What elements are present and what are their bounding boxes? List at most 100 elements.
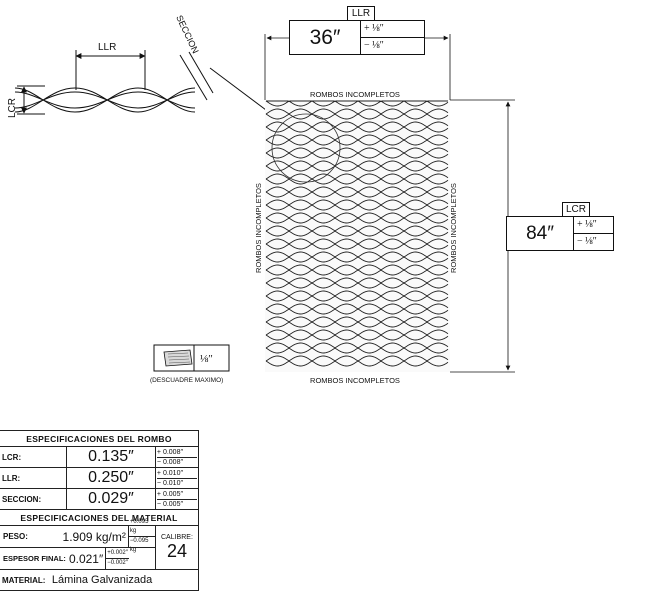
width-plus-tolerance: + ⅛″ [361, 21, 424, 38]
table-row: MATERIAL: Lámina Galvanizada [0, 569, 199, 591]
mesh-strand [266, 100, 449, 107]
mesh-strand [265, 342, 449, 354]
mesh-strand [265, 186, 449, 198]
calibre-cell: CALIBRE: 24 [154, 525, 200, 570]
mesh-strand [265, 212, 449, 224]
width-value: 36″ [290, 21, 361, 54]
mesh-strand [265, 225, 449, 237]
tolerance-plus: + 0.008″ [156, 448, 183, 456]
peso-minus: −0.095 kg [129, 538, 149, 553]
spec-tolerance-lcr: + 0.008″ − 0.008″ [154, 446, 200, 468]
spec-value-seccion: 0.029″ [66, 488, 156, 510]
peso-cell: PESO: 1.909 kg/m² +0.095 kg −0.095 kg [0, 519, 156, 553]
squareness-icon [153, 344, 230, 372]
mesh-strand [265, 251, 449, 263]
mesh-strand [265, 147, 449, 159]
material-spec-title: ESPECIFICACIONES DEL MATERIAL [0, 509, 199, 526]
spec-table: ESPECIFICACIONES DEL ROMBO LCR: 0.135″ +… [0, 430, 200, 591]
mesh-label-bottom: ROMBOS INCOMPLETOS [310, 376, 400, 385]
mesh-panel [265, 100, 450, 372]
mesh-strand [265, 199, 449, 211]
mesh-strand [265, 303, 449, 315]
calibre-value: 24 [166, 540, 187, 561]
tolerance-plus: + 0.010″ [156, 469, 183, 477]
peso-value: 1.909 kg/m² [62, 529, 126, 544]
espesor-minus: −0.002″ [107, 560, 128, 566]
tolerance-minus: − 0.005″ [156, 498, 197, 509]
mesh-strand [265, 108, 449, 120]
material-cell: MATERIAL: Lámina Galvanizada [0, 569, 199, 591]
diamond-spec-title: ESPECIFICACIONES DEL ROMBO [0, 430, 199, 447]
mesh-strand [265, 160, 449, 172]
mesh-strand [265, 225, 449, 237]
mesh-strand [265, 199, 449, 211]
diamond-detail [14, 50, 214, 115]
table-row: LCR: 0.135″ + 0.008″ − 0.008″ [0, 446, 200, 468]
mesh-strand [265, 290, 449, 302]
squareness-caption: (DESCUADRE MAXIMO) [150, 377, 223, 384]
width-minus-tolerance: − ⅛″ [364, 40, 384, 51]
spec-value-llr: 0.250″ [66, 467, 156, 489]
spec-label-seccion: SECCION: [0, 488, 67, 510]
spec-value-lcr: 0.135″ [66, 446, 156, 468]
llr-label: LLR [98, 42, 116, 53]
mesh-strand [265, 121, 449, 133]
mesh-strand [265, 329, 449, 341]
tolerance-minus: − 0.008″ [156, 456, 197, 467]
mesh-strand [265, 264, 449, 276]
mesh-strand [265, 238, 449, 250]
mesh-strand [265, 173, 449, 185]
table-row: PESO: 1.909 kg/m² +0.095 kg −0.095 kg CA… [0, 519, 200, 570]
height-plus-tolerance: + ⅛″ [574, 217, 613, 234]
mesh-label-left: ROMBOS INCOMPLETOS [254, 183, 263, 273]
spec-label-lcr: LCR: [0, 446, 67, 468]
espesor-value: 0.021″ [68, 551, 104, 566]
tolerance-plus: + 0.005″ [156, 490, 183, 498]
mesh-strand [265, 108, 449, 120]
mesh-strand [265, 264, 449, 276]
mesh-strand [265, 277, 449, 289]
spec-tolerance-llr: + 0.010″ − 0.010″ [154, 467, 200, 489]
mesh-strand [265, 251, 449, 263]
mesh-strand [265, 100, 448, 107]
mesh-strand [265, 160, 449, 172]
mesh-strand [265, 316, 449, 328]
height-minus-tolerance: − ⅛″ [577, 236, 597, 247]
mesh-strand [265, 316, 449, 328]
width-box: LLR 36″ + ⅛″ − ⅛″ [289, 6, 425, 55]
mesh-strand [265, 147, 449, 159]
espesor-label: ESPESOR FINAL: [3, 554, 66, 563]
width-box-header: LLR [347, 6, 375, 20]
mesh-strand [265, 121, 449, 133]
mesh-strand [265, 212, 449, 224]
mesh-strand [265, 342, 449, 354]
squareness-value: ⅛″ [200, 353, 213, 365]
table-row: LLR: 0.250″ + 0.010″ − 0.010″ [0, 467, 200, 489]
table-row: SECCION: 0.029″ + 0.005″ − 0.005″ [0, 488, 200, 510]
calibre-label: CALIBRE: [161, 533, 193, 541]
technical-drawing: LLR LCR SECCION ROMBOS INCOMPLETOS ROMBO… [7, 14, 515, 385]
peso-label: PESO: [3, 532, 28, 541]
tolerance-minus: − 0.010″ [156, 477, 197, 488]
material-value: Lámina Galvanizada [51, 574, 153, 586]
height-value: 84″ [507, 217, 574, 250]
peso-plus: +0.095 kg [128, 518, 155, 537]
espesor-plus: +0.002″ [106, 549, 129, 559]
mesh-strand [265, 355, 449, 367]
height-box-header: LCR [562, 202, 590, 216]
lcr-label: LCR [7, 98, 18, 118]
mesh-strand [265, 329, 449, 341]
mesh-strand [265, 134, 449, 146]
mesh-strand [265, 173, 449, 185]
mesh-strand [265, 290, 449, 302]
mesh-label-top: ROMBOS INCOMPLETOS [310, 90, 400, 99]
material-label: MATERIAL: [2, 576, 46, 585]
mesh-strand [265, 238, 449, 250]
mesh-strand [265, 277, 449, 289]
mesh-label-right: ROMBOS INCOMPLETOS [449, 183, 458, 273]
mesh-strand [265, 134, 449, 146]
mesh-strand [265, 355, 449, 367]
mesh-strand [265, 303, 449, 315]
seccion-label: SECCION [174, 14, 200, 55]
mesh-strand [265, 186, 449, 198]
